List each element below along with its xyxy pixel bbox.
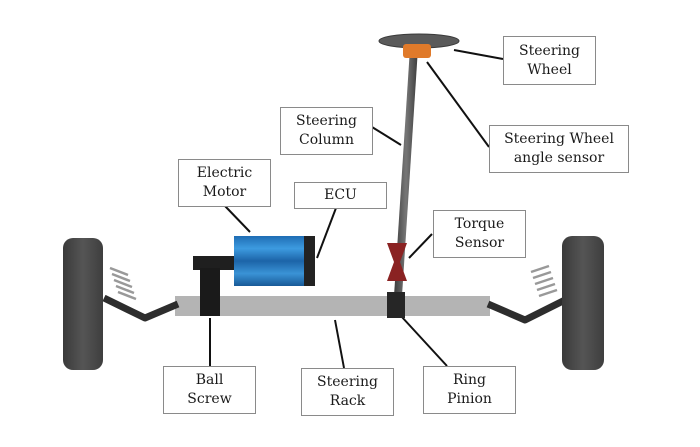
ring-pinion — [387, 292, 405, 318]
steering-column — [394, 48, 418, 296]
electric-motor — [234, 236, 306, 286]
label-line: Ring — [453, 372, 486, 388]
leader-steering-rack — [334, 319, 345, 369]
label-line: Column — [299, 132, 354, 148]
label-line: Rack — [329, 393, 366, 409]
label-steering-wheel: Steering Wheel — [503, 36, 596, 85]
ball-screw-arm — [193, 256, 235, 270]
label-line: Ball — [195, 372, 224, 388]
label-electric-motor: Electric Motor — [178, 159, 271, 207]
label-line: Steering — [296, 113, 357, 129]
label-line: Motor — [202, 184, 247, 200]
right-suspension — [486, 264, 567, 324]
label-steering-wheel-angle-sensor: Steering Wheel angle sensor — [489, 125, 629, 173]
leader-steering-wheel — [453, 49, 504, 60]
label-line: Steering Wheel — [504, 131, 614, 147]
label-ecu: ECU — [294, 182, 387, 209]
label-line: Steering — [519, 42, 580, 59]
label-line: Screw — [187, 391, 232, 407]
leader-ecu — [316, 207, 337, 259]
label-steering-rack: Steering Rack — [301, 368, 394, 416]
label-torque-sensor: Torque Sensor — [433, 210, 526, 258]
leader-torque-sensor — [408, 233, 433, 259]
leader-angle-sensor — [426, 61, 490, 148]
label-line: ECU — [324, 187, 357, 203]
ball-screw — [200, 268, 220, 316]
right-wheel — [562, 236, 604, 370]
leader-electric-motor — [224, 205, 251, 233]
leader-ring-pinion — [400, 315, 448, 367]
ecu — [304, 236, 315, 286]
left-wheel — [63, 238, 103, 370]
label-line: angle sensor — [513, 150, 605, 166]
label-line: Torque — [454, 216, 505, 232]
leader-steering-column — [371, 126, 402, 146]
label-ring-pinion: Ring Pinion — [423, 366, 516, 414]
label-line: Electric — [196, 165, 253, 181]
label-line: Pinion — [447, 391, 492, 407]
label-line: Wheel — [527, 61, 572, 78]
leader-lines — [209, 49, 504, 369]
label-line: Sensor — [454, 235, 505, 251]
label-line: Steering — [317, 374, 378, 390]
left-suspension — [102, 266, 180, 322]
steering-wheel-angle-sensor — [403, 44, 431, 58]
steering-rack — [175, 296, 490, 316]
label-ball-screw: Ball Screw — [163, 366, 256, 414]
torque-sensor — [387, 243, 407, 281]
label-steering-column: Steering Column — [280, 107, 373, 155]
